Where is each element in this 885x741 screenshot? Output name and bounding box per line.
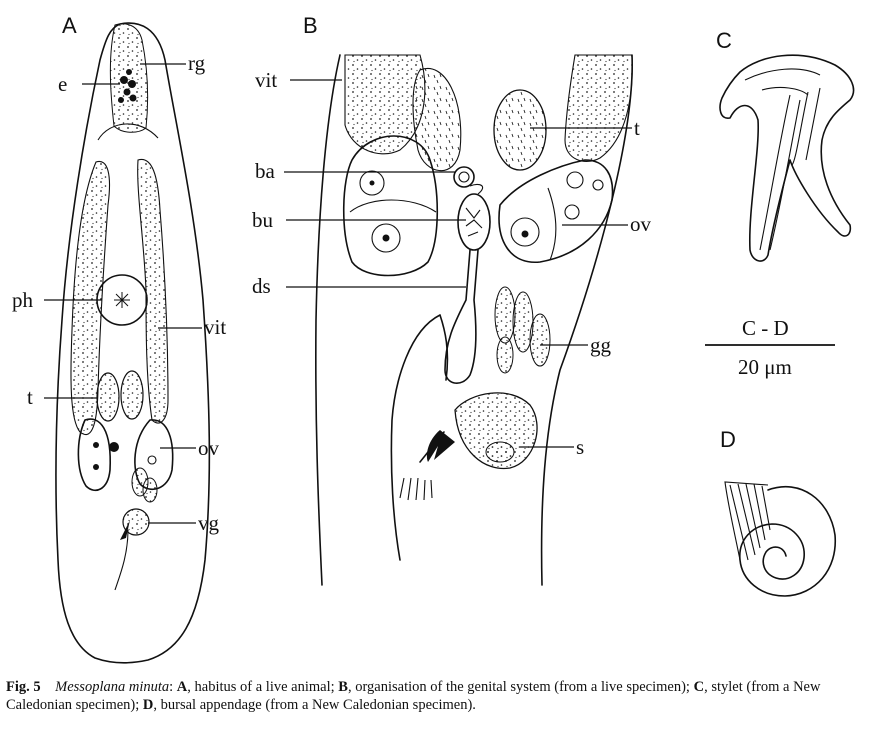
- testis-a-2: [120, 370, 144, 420]
- caption-species: Messoplana minuta: [55, 679, 170, 695]
- panel-label-a: A: [62, 13, 77, 38]
- panel-label-d: D: [720, 427, 736, 452]
- ovary-b-right: [498, 159, 614, 263]
- stylet-c-inner-1: [759, 94, 801, 251]
- gland-gg-3: [529, 313, 551, 367]
- ovary-a-left: [77, 418, 111, 491]
- panel-label-c: C: [716, 28, 732, 53]
- ovary-b-left: [342, 135, 439, 277]
- bursa-contents: [465, 207, 483, 237]
- label-a-rg: rg: [188, 51, 206, 75]
- ductus-seminalis: [444, 249, 479, 384]
- label-b-bu: bu: [252, 208, 274, 232]
- bursal-appendage-b: [453, 166, 475, 188]
- scale-bar: C - D 20 μm: [705, 316, 835, 379]
- panel-label-b: B: [303, 13, 318, 38]
- vitellarium-b-right: [564, 54, 633, 162]
- label-b-ov: ov: [630, 212, 652, 236]
- panel-d-drawing: D: [720, 427, 836, 597]
- stylet-a: [120, 520, 130, 540]
- gonopore-bristles: [399, 477, 433, 501]
- stylet-c-inner-2: [791, 87, 821, 166]
- ovary-b-right-divider: [547, 187, 557, 261]
- caption-c-key: C: [693, 679, 705, 695]
- panel-b-drawing: B: [252, 13, 652, 586]
- panel-a-drawing: A: [12, 13, 226, 664]
- caption-fig-label: Fig. 5: [6, 679, 41, 695]
- caption-c-text: , stylet (from a New Caledonian specimen…: [6, 679, 821, 713]
- caption-a-text: , habitus of a live animal;: [187, 679, 339, 695]
- bursa: [457, 193, 491, 251]
- gland-gg-1: [494, 286, 516, 344]
- testis-b: [493, 89, 547, 171]
- caption-a-key: A: [176, 679, 188, 695]
- body-wall-right: [540, 54, 633, 586]
- vesicle-b-lobe: [485, 441, 515, 463]
- appendage-duct: [469, 183, 484, 195]
- rhabdite-glands: [109, 23, 149, 133]
- testis-a-1: [96, 372, 120, 422]
- label-b-ds: ds: [252, 274, 271, 298]
- label-a-e: e: [58, 72, 67, 96]
- bursal-appendage-d-base: [724, 481, 769, 561]
- body-outline: [55, 22, 211, 664]
- ovary-a-right: [134, 419, 174, 491]
- scale-value: 20 μm: [738, 355, 792, 379]
- bursal-appendage-d-spiral: [739, 485, 836, 597]
- label-a-ov: ov: [198, 436, 220, 460]
- figure-caption: Fig. 5 Messoplana minuta: A, habitus of …: [6, 679, 821, 713]
- bursal-appendage-d-fibres: [729, 483, 771, 561]
- vesicula-granulorum: [122, 508, 150, 536]
- label-b-vit: vit: [255, 68, 277, 92]
- stylet-c-rim: [744, 68, 821, 96]
- label-a-ph: ph: [12, 288, 34, 312]
- body-wall-left: [315, 54, 341, 586]
- label-b-t: t: [634, 116, 640, 140]
- label-a-vg: vg: [198, 511, 220, 535]
- stylet-b-tip: [419, 431, 445, 463]
- male-duct-a: [114, 529, 129, 591]
- gland-gg-4: [496, 336, 514, 374]
- label-b-ba: ba: [255, 159, 276, 183]
- stylet-b: [426, 430, 455, 462]
- glands-a-2: [142, 477, 158, 503]
- label-a-vit: vit: [204, 315, 226, 339]
- atrium-wall: [390, 314, 449, 561]
- vitellarium-left: [70, 160, 111, 436]
- scale-label: C - D: [742, 316, 789, 340]
- panel-c-drawing: C: [716, 28, 855, 262]
- eye-spots: [118, 69, 137, 103]
- pharynx-radial: [114, 292, 130, 308]
- label-a-t: t: [27, 385, 33, 409]
- caption-d-text: , bursal appendage (from a New Caledonia…: [153, 697, 476, 713]
- vesicle-b: [454, 392, 538, 470]
- caption-b-text: , organisation of the genital system (fr…: [347, 679, 694, 695]
- vitellarium-right: [137, 158, 169, 424]
- caption-d-key: D: [142, 697, 154, 713]
- vitellarium-b-mid: [412, 67, 462, 172]
- stylet-c-outline: [719, 54, 855, 262]
- label-b-gg: gg: [590, 333, 612, 357]
- label-b-s: s: [576, 435, 584, 459]
- caption-b-key: B: [338, 679, 348, 695]
- ovary-b-left-divider: [349, 199, 437, 213]
